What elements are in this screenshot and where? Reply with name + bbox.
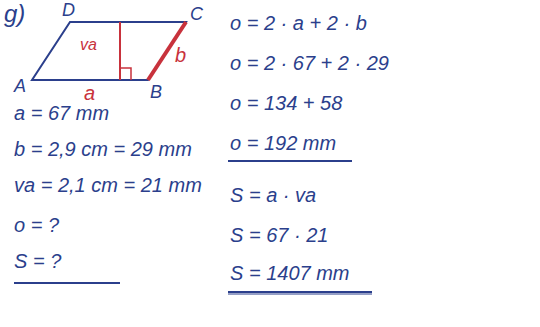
unknown-value: o = ? xyxy=(14,214,59,237)
calculation-step: S = a · va xyxy=(230,184,316,207)
height-label: va xyxy=(80,36,97,54)
vertex-label: A xyxy=(14,76,26,97)
side-label: b xyxy=(175,44,186,67)
vertex-label: B xyxy=(150,82,162,103)
given-value: a = 67 mm xyxy=(14,102,109,125)
calculation-step: o = 2 · 67 + 2 · 29 xyxy=(230,52,389,75)
underline xyxy=(228,160,352,162)
given-value: va = 2,1 cm = 21 mm xyxy=(14,174,202,197)
parallelogram-outline xyxy=(32,22,186,80)
right-angle-mark xyxy=(120,68,131,80)
underline xyxy=(228,291,372,293)
side-label: a xyxy=(84,82,95,105)
calculation-step: o = 134 + 58 xyxy=(230,92,342,115)
calculation-result: o = 192 mm xyxy=(230,132,336,155)
height-line xyxy=(119,22,121,80)
side-b-highlight xyxy=(148,22,186,80)
calculation-step: S = 67 · 21 xyxy=(230,224,328,247)
calculation-step: o = 2 · a + 2 · b xyxy=(230,12,367,35)
underline xyxy=(14,282,120,284)
unknown-value: S = ? xyxy=(14,250,61,273)
given-value: b = 2,9 cm = 29 mm xyxy=(14,138,192,161)
vertex-label: D xyxy=(62,0,75,21)
task-number: g) xyxy=(4,0,25,28)
underline xyxy=(228,294,372,295)
vertex-label: C xyxy=(190,4,203,25)
calculation-result: S = 1407 mm xyxy=(230,262,350,285)
